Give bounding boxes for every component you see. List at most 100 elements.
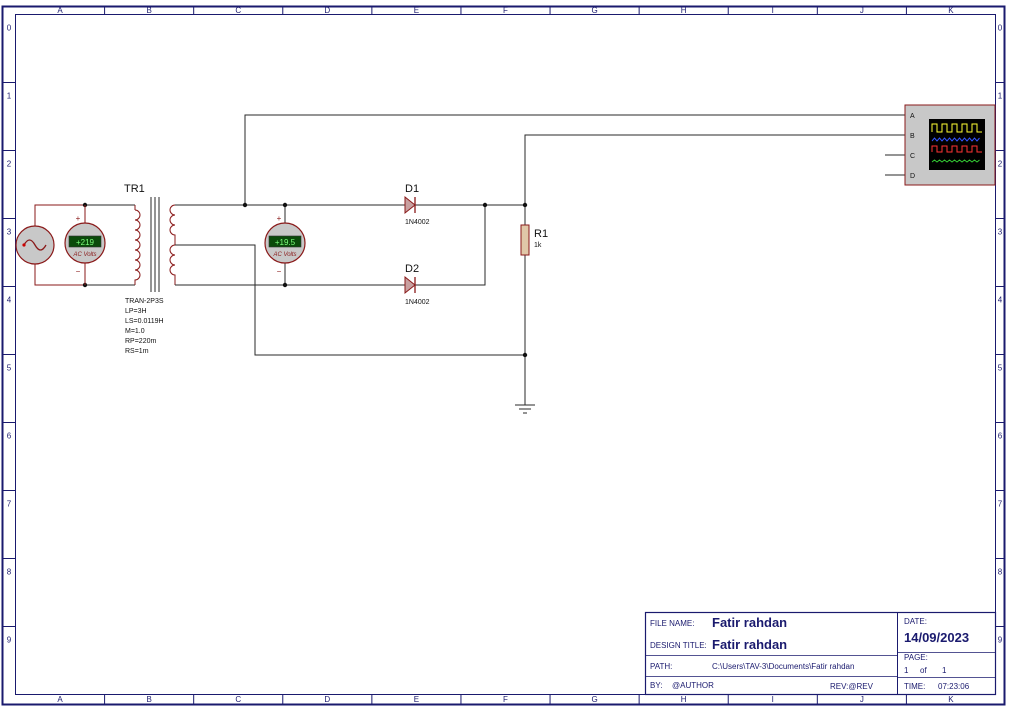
zone-row-label: 6 <box>998 432 1003 441</box>
transformer-tr1[interactable]: TR1 TRAN-2P3S LP=3H LS=0.0119H M=1.0 RP=… <box>124 183 176 355</box>
zone-grid: A A B B C C D D E E F F G G H H I I J J K K 0 0 1 1 2 2 3 3 4 4 5 5 6 6 7 7 8 8… <box>2 6 1005 705</box>
zone-column-label: K <box>948 695 954 704</box>
file-name-value: Fatir rahdan <box>712 615 787 630</box>
voltmeter-secondary-unit: AC Volts <box>272 252 296 258</box>
zone-column-label: A <box>57 695 63 704</box>
ac-source[interactable] <box>15 225 55 265</box>
zone-column-label: J <box>860 6 864 15</box>
voltmeter-primary[interactable]: +219 AC Volts + − <box>64 214 106 276</box>
zone-column-label: D <box>324 695 330 704</box>
scope-channel-d: D <box>910 173 915 180</box>
zone-row-label: 0 <box>998 24 1003 33</box>
scope-channel-c: C <box>910 153 915 160</box>
voltmeter-secondary[interactable]: +19.5 AC Volts + − <box>264 214 306 276</box>
zone-row-label: 8 <box>7 568 12 577</box>
zone-column-label: G <box>591 695 597 704</box>
diode-d1[interactable]: D1 1N4002 <box>404 183 430 226</box>
diode-d2-value: 1N4002 <box>405 299 430 306</box>
page-label: PAGE: <box>904 653 928 662</box>
transformer-param: LS=0.0119H <box>125 318 164 325</box>
scope-trace-a <box>931 123 982 133</box>
zone-column-label: B <box>146 695 151 704</box>
scope-channel-b: B <box>910 133 915 140</box>
title-block: FILE NAME: Fatir rahdan DESIGN TITLE: Fa… <box>644 611 997 696</box>
design-title-value: Fatir rahdan <box>712 637 787 652</box>
transformer-param: LP=3H <box>125 308 147 315</box>
zone-row-label: 3 <box>7 228 12 237</box>
zone-column-label: J <box>860 695 864 704</box>
zone-column-label: C <box>235 6 241 15</box>
zone-column-label: G <box>591 6 597 15</box>
zone-row-label: 2 <box>998 160 1003 169</box>
file-name-label: FILE NAME: <box>650 619 694 628</box>
scope-channel-a: A <box>910 113 915 120</box>
path-value: C:\Users\TAV-3\Documents\Fatir rahdan <box>712 662 854 671</box>
zone-column-label: D <box>324 6 330 15</box>
zone-row-label: 5 <box>7 364 12 373</box>
zone-row-label: 6 <box>7 432 12 441</box>
zone-row-label: 9 <box>998 636 1003 645</box>
zone-row-label: 8 <box>998 568 1003 577</box>
zone-row-label: 1 <box>7 92 12 101</box>
transformer-ref: TR1 <box>124 183 145 195</box>
zone-column-label: E <box>414 6 419 15</box>
design-title-label: DESIGN TITLE: <box>650 641 707 650</box>
voltmeter-secondary-minus: − <box>277 267 282 276</box>
page-total: 1 <box>942 666 947 675</box>
resistor-value: 1k <box>534 242 542 249</box>
zone-column-label: E <box>414 695 419 704</box>
ground-symbol <box>515 404 535 414</box>
page-of: of <box>920 666 927 675</box>
date-label: DATE: <box>904 617 927 626</box>
resistor-r1[interactable]: R1 1k <box>520 224 548 256</box>
time-label: TIME: <box>904 682 925 691</box>
scope-trace-c <box>931 145 982 153</box>
author-value: @AUTHOR <box>672 681 714 690</box>
zone-column-label: F <box>503 6 508 15</box>
zone-column-label: H <box>681 695 687 704</box>
voltmeter-primary-reading: +219 <box>76 238 95 247</box>
scope-trace-d <box>931 159 980 163</box>
zone-row-label: 1 <box>998 92 1003 101</box>
zone-column-label: H <box>681 6 687 15</box>
transformer-param: RS=1m <box>125 348 149 355</box>
diode-d1-ref: D1 <box>405 183 419 195</box>
voltmeter-secondary-reading: +19.5 <box>275 238 296 247</box>
resistor-ref: R1 <box>534 228 548 240</box>
primary-wiring <box>34 202 135 288</box>
zone-column-label: I <box>772 695 774 704</box>
zone-column-label: C <box>235 695 241 704</box>
rev-value: REV:@REV <box>830 682 874 691</box>
zone-row-label: 2 <box>7 160 12 169</box>
zone-column-label: A <box>57 6 63 15</box>
zone-column-label: F <box>503 695 508 704</box>
zone-row-label: 9 <box>7 636 12 645</box>
diode-d2[interactable]: D2 1N4002 <box>404 263 430 306</box>
zone-column-label: I <box>772 6 774 15</box>
zone-row-label: 0 <box>7 24 12 33</box>
zone-row-label: 4 <box>998 296 1003 305</box>
zone-row-label: 7 <box>998 500 1003 509</box>
transformer-model: TRAN-2P3S <box>125 298 164 305</box>
time-value: 07:23:06 <box>938 682 970 691</box>
diode-d1-value: 1N4002 <box>405 219 430 226</box>
voltmeter-primary-plus: + <box>76 214 81 223</box>
zone-column-label: K <box>948 6 954 15</box>
diode-d2-ref: D2 <box>405 263 419 275</box>
zone-column-label: B <box>146 6 151 15</box>
scope-trace-b <box>931 137 980 142</box>
path-label: PATH: <box>650 662 672 671</box>
transformer-param: RP=220m <box>125 338 156 345</box>
transformer-param: M=1.0 <box>125 328 145 335</box>
zone-row-label: 4 <box>7 296 12 305</box>
zone-row-label: 5 <box>998 364 1003 373</box>
voltmeter-primary-minus: − <box>76 267 81 276</box>
voltmeter-secondary-plus: + <box>277 214 282 223</box>
zone-row-label: 3 <box>998 228 1003 237</box>
secondary-wiring <box>175 114 905 405</box>
zone-row-label: 7 <box>7 500 12 509</box>
page-current: 1 <box>904 666 909 675</box>
by-label: BY: <box>650 681 662 690</box>
oscilloscope[interactable]: A B C D <box>904 104 996 186</box>
